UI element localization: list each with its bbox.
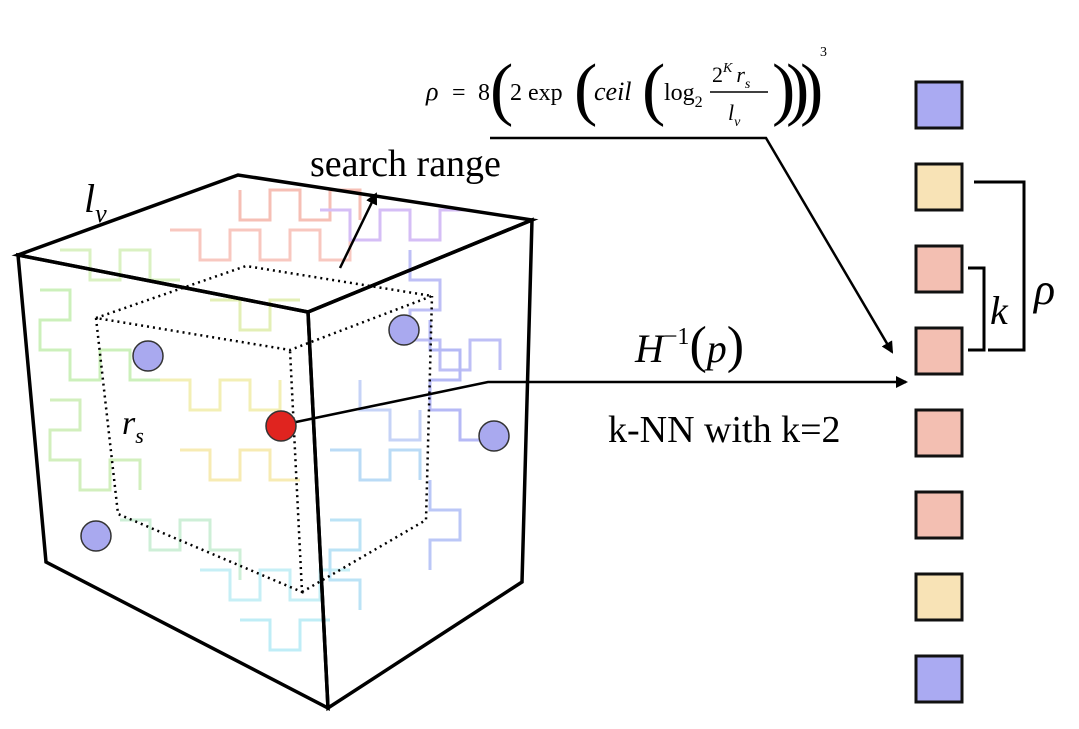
rs-label: rs (122, 405, 144, 448)
search-range-arrow (338, 192, 378, 269)
formula-rho: ρ (425, 77, 438, 106)
hilbert-curve-front (38, 248, 462, 652)
sequence-cell (914, 654, 964, 704)
sequence-cell (914, 408, 964, 458)
formula-paren: ( (490, 51, 513, 128)
formula-denominator: lv (728, 100, 741, 130)
formula-paren: ) (800, 51, 823, 128)
h-inverse-label: H−1(p) (634, 317, 744, 374)
neighbor-point (80, 520, 112, 552)
cube-right-face (306, 217, 534, 712)
formula-eight: 8 (478, 80, 490, 106)
search-range-label: search range (310, 143, 501, 185)
search-range-box (94, 264, 437, 594)
neighbor-points (80, 314, 510, 552)
formula-cube: 3 (820, 45, 827, 60)
hilbert-sequence (914, 80, 964, 704)
query-point (265, 410, 297, 442)
rho-label: ρ (1032, 265, 1055, 314)
formula-paren: ( (642, 51, 665, 128)
sequence-cell (914, 80, 964, 130)
formula-paren: ) (772, 51, 795, 128)
sequence-cell (914, 490, 964, 540)
formula-eq: = (452, 80, 466, 106)
cube (11, 173, 539, 712)
hilbert-mapping-arrow (295, 376, 908, 424)
k-bracket (968, 266, 986, 352)
sequence-cell (914, 244, 964, 294)
knn-label: k-NN with k=2 (608, 409, 841, 451)
formula-two: 2 (510, 80, 522, 106)
formula-log: log2 (664, 80, 703, 111)
neighbor-point (478, 420, 510, 452)
sequence-cell (914, 572, 964, 622)
neighbor-point (388, 314, 420, 346)
sequence-cell (914, 326, 964, 376)
lv-label: lv (84, 176, 107, 228)
formula-paren: ) (786, 51, 809, 128)
neighbor-point (132, 340, 164, 372)
sequence-cell (914, 162, 964, 212)
formula-arrow (490, 136, 894, 354)
formula-ceil: ceil (594, 77, 632, 106)
rho-bracket (974, 180, 1026, 352)
formula-exp: exp (528, 80, 563, 106)
formula-paren: ( (574, 51, 597, 128)
k-label: k (990, 288, 1009, 333)
